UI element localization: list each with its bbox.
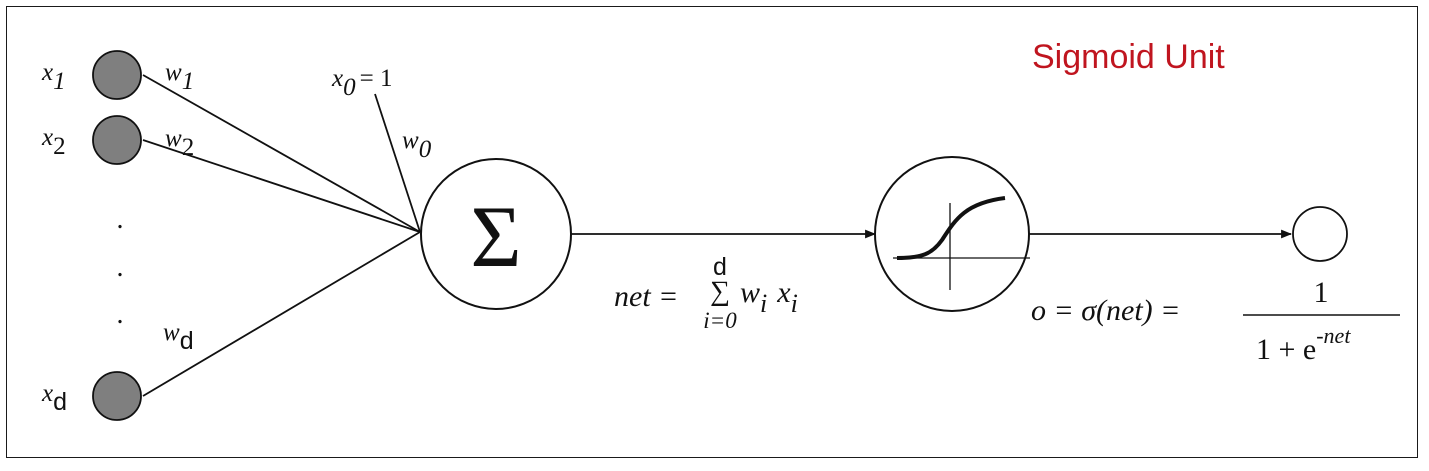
label-x1: x1 — [41, 59, 66, 95]
output-formula-denominator: 1 + e-net — [1256, 323, 1351, 366]
diagram-frame — [6, 6, 1418, 458]
label-x2: x2 — [41, 124, 66, 160]
net-formula-upper: d — [713, 253, 727, 281]
label-w0: w0 — [402, 127, 432, 163]
input-node-x2 — [92, 115, 142, 165]
label-x0: x0= 1 — [331, 65, 392, 101]
output-node — [1292, 206, 1348, 262]
ellipsis-dot-1: . — [117, 204, 124, 235]
input-node-x1 — [92, 50, 142, 100]
net-formula-lower: i=0 — [703, 308, 737, 333]
edge-x0 — [374, 93, 421, 233]
output-formula: o = σ(net) = 1 1 + e-net — [1031, 276, 1400, 366]
edge-xd — [142, 231, 421, 397]
output-formula-lhs: o = σ(net) = — [1031, 294, 1180, 327]
edge-x1 — [142, 74, 421, 233]
ellipsis-dot-3: . — [117, 299, 124, 330]
label-wd: wd — [163, 319, 194, 355]
label-w1: w1 — [165, 59, 194, 95]
sigmoid-node — [874, 156, 1030, 312]
summation-symbol: Σ — [470, 189, 521, 286]
ellipsis-dot-2: . — [117, 252, 124, 283]
net-formula-lhs: net = — [614, 280, 678, 313]
diagram-title: Sigmoid Unit — [1032, 38, 1225, 76]
label-xd: xd — [41, 380, 67, 416]
output-formula-numerator: 1 — [1314, 276, 1329, 309]
sigmoid-curve-icon — [893, 196, 1030, 290]
net-formula-sum-symbol: ∑ — [710, 276, 730, 307]
input-node-xd — [92, 371, 142, 421]
label-w2: w2 — [165, 125, 194, 161]
edge-x2 — [142, 139, 421, 233]
